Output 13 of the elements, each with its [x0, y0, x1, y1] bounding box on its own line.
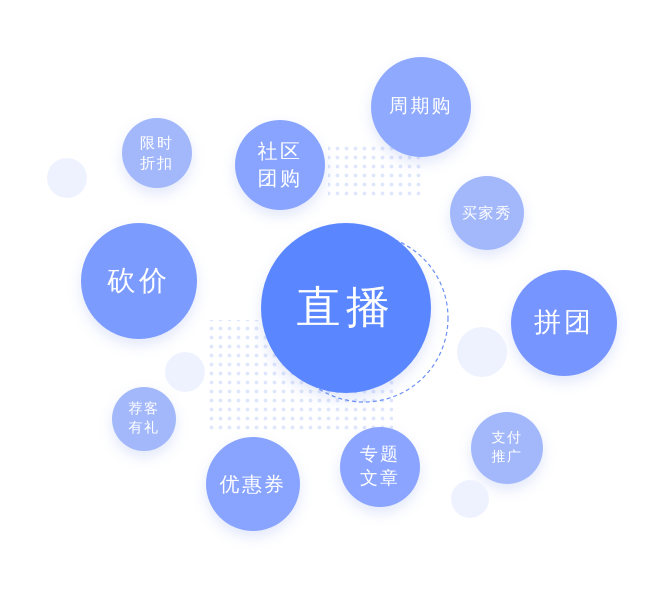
circle-label: 荐客有礼: [127, 400, 161, 438]
circle: [165, 352, 205, 392]
circle-label: 拼团: [534, 306, 594, 340]
circle-label: 买家秀: [462, 202, 512, 224]
circle-label: 砍价: [108, 263, 170, 300]
circle-label: 限时折扣: [139, 132, 175, 174]
circle-label: 支付推广: [490, 429, 524, 467]
circle-label: 周期购: [389, 94, 453, 120]
circle-label: 优惠券: [219, 470, 287, 498]
circle: [451, 480, 489, 518]
circle-label: 专题文章: [358, 442, 402, 491]
circle-label: 直播: [296, 281, 396, 336]
circle-label: 社区团购: [256, 138, 304, 192]
